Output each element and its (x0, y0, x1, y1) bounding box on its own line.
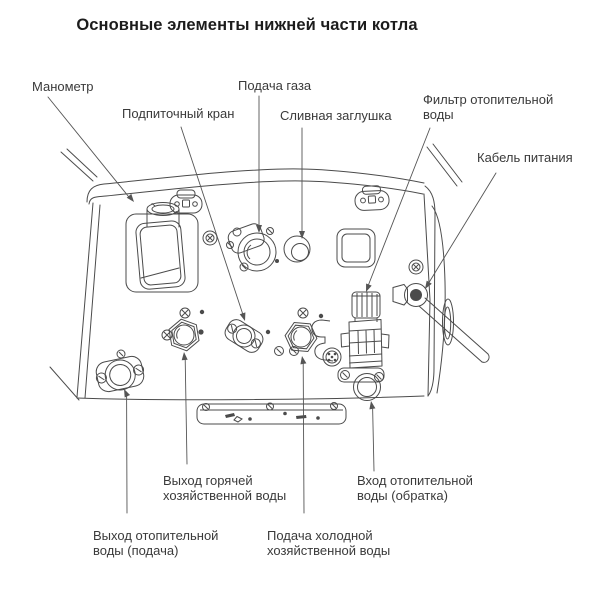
cover-edge-top-right (426, 143, 463, 187)
label-drain-plug: Сливная заглушка (280, 108, 392, 123)
makeup-valve-drawing (224, 319, 264, 353)
label-power-cable: Кабель питания (477, 150, 573, 165)
power-cable-drawing (392, 283, 490, 363)
panel-screw-left (202, 230, 218, 246)
heating-outlet-drawing (95, 349, 145, 393)
cover-edge-top-left (60, 148, 98, 182)
leader-heating-filter (367, 127, 431, 286)
label-heating-outlet: Выход отопительной воды (подача) (93, 528, 219, 558)
leader-lines (47, 95, 497, 514)
mounting-bracket-right (354, 185, 390, 211)
label-makeup-valve: Подпиточный кран (122, 106, 235, 121)
bracket-and-connector-drawing (311, 319, 342, 367)
leader-arrowheads (124, 193, 432, 410)
dhw-outlet-drawing (161, 307, 205, 352)
label-manometer: Манометр (32, 79, 94, 94)
leader-makeup-valve (180, 126, 244, 317)
cover-edge-bottom-left (49, 366, 80, 401)
label-dhw-outlet: Выход горячей хозяйственной воды (163, 473, 287, 503)
page-title: Основные элементы нижней части котла (76, 16, 418, 34)
square-port-drawing (336, 228, 376, 268)
leader-power-cable (428, 172, 497, 284)
label-gas-supply: Подача газа (238, 78, 312, 93)
mounting-bracket-left (169, 189, 203, 214)
gas-connector-drawing (226, 223, 279, 272)
panel-screw-right (408, 259, 424, 275)
cold-inlet-drawing (265, 307, 324, 356)
boiler-outline (49, 143, 463, 401)
manometer-drawing (125, 202, 199, 293)
heating-filter-drawing (337, 291, 390, 401)
label-cold-water-supply: Подача холодной хозяйственной воды (267, 528, 391, 558)
bottom-bracket-drawing (196, 402, 347, 425)
leader-manometer (47, 96, 132, 201)
drain-plug-drawing (283, 235, 311, 263)
leader-dhw-outlet (184, 358, 188, 465)
label-heating-filter: Фильтр отопительной воды (423, 92, 554, 122)
leader-cold-supply (302, 361, 305, 514)
leader-heating-inlet (372, 406, 375, 472)
label-heating-inlet: Вход отопительной воды (обратка) (357, 473, 473, 503)
